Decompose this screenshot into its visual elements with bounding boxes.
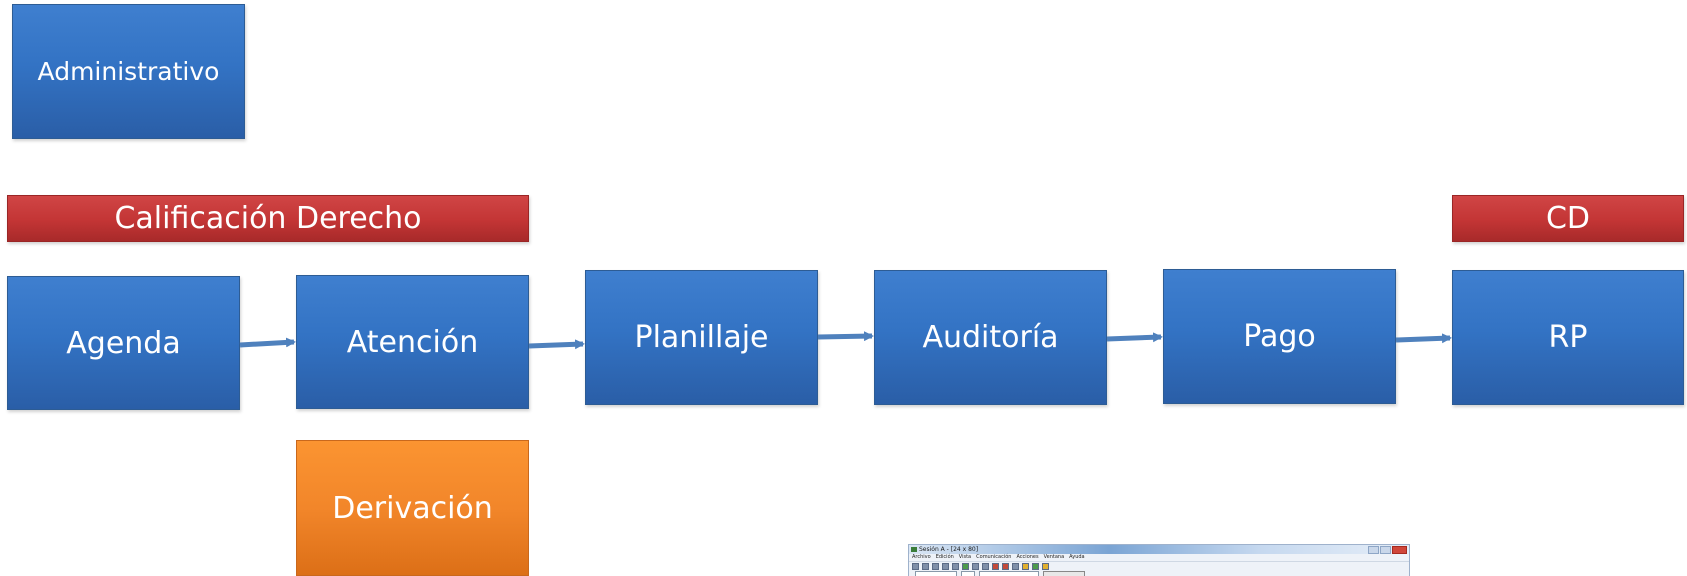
planillaje-box: Planillaje (585, 270, 818, 405)
rp-box: RP (1452, 270, 1684, 405)
pago-label: Pago (1243, 319, 1316, 354)
pago-box: Pago (1163, 269, 1396, 404)
menu-item: Archivo (912, 554, 931, 560)
derivacion-label: Derivación (332, 490, 493, 526)
window-buttons (1368, 546, 1407, 554)
screenshot-field (961, 571, 975, 576)
maximize-icon (1380, 546, 1391, 554)
arrow-atencion-planillaje (528, 339, 585, 350)
arrow-auditoria-pago (1106, 332, 1163, 343)
administrativo-box: Administrativo (12, 4, 245, 139)
agenda-box: Agenda (7, 276, 240, 410)
calificacion-derecho-header: Calificación Derecho (7, 195, 529, 242)
menu-item: Edición (935, 554, 954, 560)
rp-label: RP (1548, 320, 1588, 355)
screenshot-menubar: Archivo Edición Vista Comunicación Accio… (909, 554, 1409, 561)
atencion-label: Atención (346, 324, 479, 360)
minimize-icon (1368, 546, 1379, 554)
toolbar-icon (972, 563, 979, 570)
toolbar-icon (912, 563, 919, 570)
toolbar-icon (1042, 563, 1049, 570)
toolbar-icon (992, 563, 999, 570)
menu-item: Ayuda (1069, 554, 1085, 560)
screenshot-toolbar (909, 561, 1409, 570)
toolbar-icon (1012, 563, 1019, 570)
toolbar-icon (932, 563, 939, 570)
close-icon (1392, 546, 1407, 554)
menu-item: Ventana (1043, 554, 1065, 560)
arrow-planillaje-auditoria (817, 331, 874, 342)
screenshot-title: Sesión A - [24 x 80] (919, 546, 979, 553)
cd-header: CD (1452, 195, 1684, 242)
agenda-label: Agenda (66, 325, 181, 361)
planillaje-label: Planillaje (634, 320, 769, 355)
auditoria-label: Auditoría (922, 320, 1059, 355)
app-icon (911, 547, 917, 552)
toolbar-icon (942, 563, 949, 570)
toolbar-icon (1022, 563, 1029, 570)
menu-item: Comunicación (976, 554, 1012, 560)
menu-item: Vista (958, 554, 972, 560)
toolbar-icon (1032, 563, 1039, 570)
calificacion-derecho-label: Calificación Derecho (114, 201, 422, 236)
toolbar-icon (982, 563, 989, 570)
menu-item: Acciones (1016, 554, 1039, 560)
toolbar-icon (922, 563, 929, 570)
toolbar-icon (1002, 563, 1009, 570)
screenshot-field (979, 571, 1039, 576)
screenshot-button (1043, 570, 1085, 576)
screenshot-titlebar: Sesión A - [24 x 80] (909, 545, 1409, 554)
arrow-pago-rp (1395, 333, 1452, 344)
cd-label: CD (1545, 201, 1591, 236)
screenshot-fields-row (909, 570, 1409, 576)
embedded-app-screenshot: Sesión A - [24 x 80] Archivo Edición Vis… (908, 544, 1410, 576)
arrow-agenda-atencion (239, 337, 296, 348)
toolbar-icon (952, 563, 959, 570)
screenshot-field (915, 571, 957, 576)
toolbar-icon (962, 563, 969, 570)
derivacion-box: Derivación (296, 440, 529, 576)
administrativo-label: Administrativo (37, 57, 220, 86)
auditoria-box: Auditoría (874, 270, 1107, 405)
atencion-box: Atención (296, 275, 529, 409)
